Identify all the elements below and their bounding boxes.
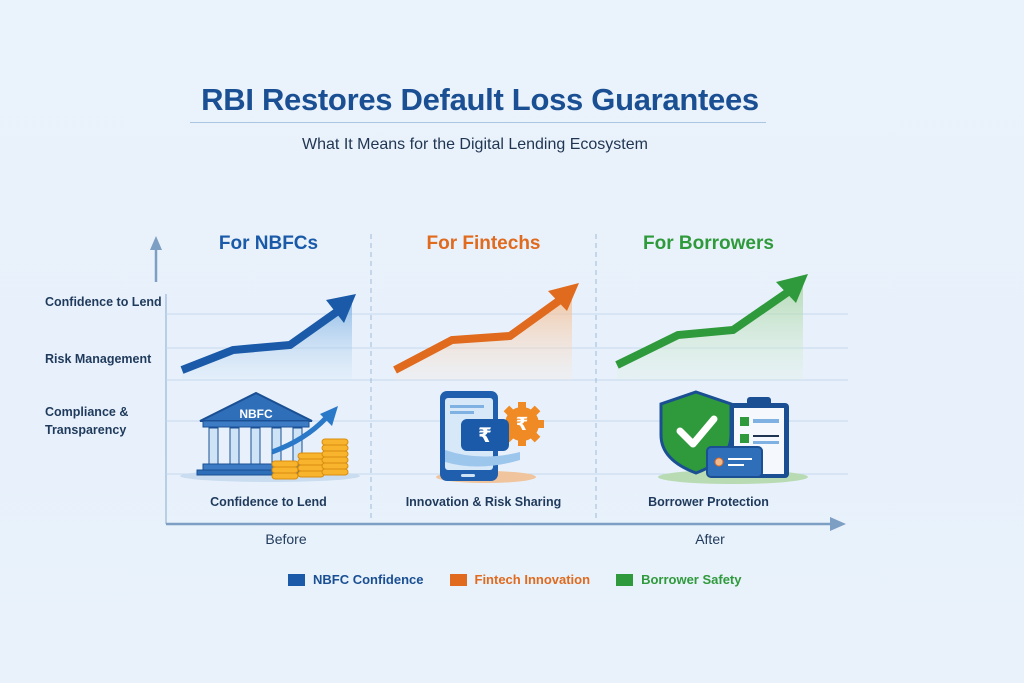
y-label-risk: Risk Management <box>45 352 152 366</box>
caption-fintechs: Innovation & Risk Sharing <box>405 495 562 509</box>
x-axis-arrow <box>166 517 846 531</box>
y-label-transparency: Transparency <box>45 423 127 437</box>
page-title: RBI Restores Default Loss Guarantees <box>201 82 759 117</box>
svg-text:₹: ₹ <box>478 423 492 447</box>
nbfc-badge-text: NBFC <box>239 407 273 421</box>
y-label-compliance: Compliance & <box>45 405 129 419</box>
caption-borrowers: Borrower Protection <box>648 495 769 509</box>
x-label-after: After <box>695 531 725 547</box>
legend-item-borrower: Borrower Safety <box>616 572 741 587</box>
heading-fintechs: For Fintechs <box>426 233 541 254</box>
fintech-trend-line <box>393 283 579 380</box>
y-label-confidence: Confidence to Lend <box>45 295 162 309</box>
column-dividers <box>370 234 597 518</box>
legend-item-fintech: Fintech Innovation <box>449 572 591 587</box>
svg-text:₹: ₹ <box>516 414 529 435</box>
heading-borrowers: For Borrowers <box>643 233 774 254</box>
y-axis-up-arrow-icon <box>150 236 162 282</box>
legend-label: NBFC Confidence <box>313 572 424 587</box>
legend-swatch-green <box>616 573 634 586</box>
shield-check-clipboard-icon <box>658 390 808 484</box>
bank-building-coins-icon: NBFC <box>180 391 360 482</box>
legend: NBFC Confidence Fintech Innovation Borro… <box>288 572 767 587</box>
legend-item-nbfc: NBFC Confidence <box>288 572 424 587</box>
page-subtitle: What It Means for the Digital Lending Ec… <box>302 136 648 153</box>
heading-nbfcs: For NBFCs <box>218 233 319 254</box>
legend-label: Borrower Safety <box>641 572 742 587</box>
nbfc-trend-line <box>180 294 356 380</box>
title-divider <box>190 122 766 123</box>
smartphone-rupee-gear-icon: ₹ ₹ <box>436 391 544 483</box>
borrower-trend-line <box>615 274 808 380</box>
legend-label: Fintech Innovation <box>474 572 591 587</box>
x-label-before: Before <box>265 531 307 547</box>
legend-swatch-blue <box>288 573 305 586</box>
caption-nbfcs: Confidence to Lend <box>210 495 327 509</box>
legend-swatch-orange <box>449 573 467 586</box>
